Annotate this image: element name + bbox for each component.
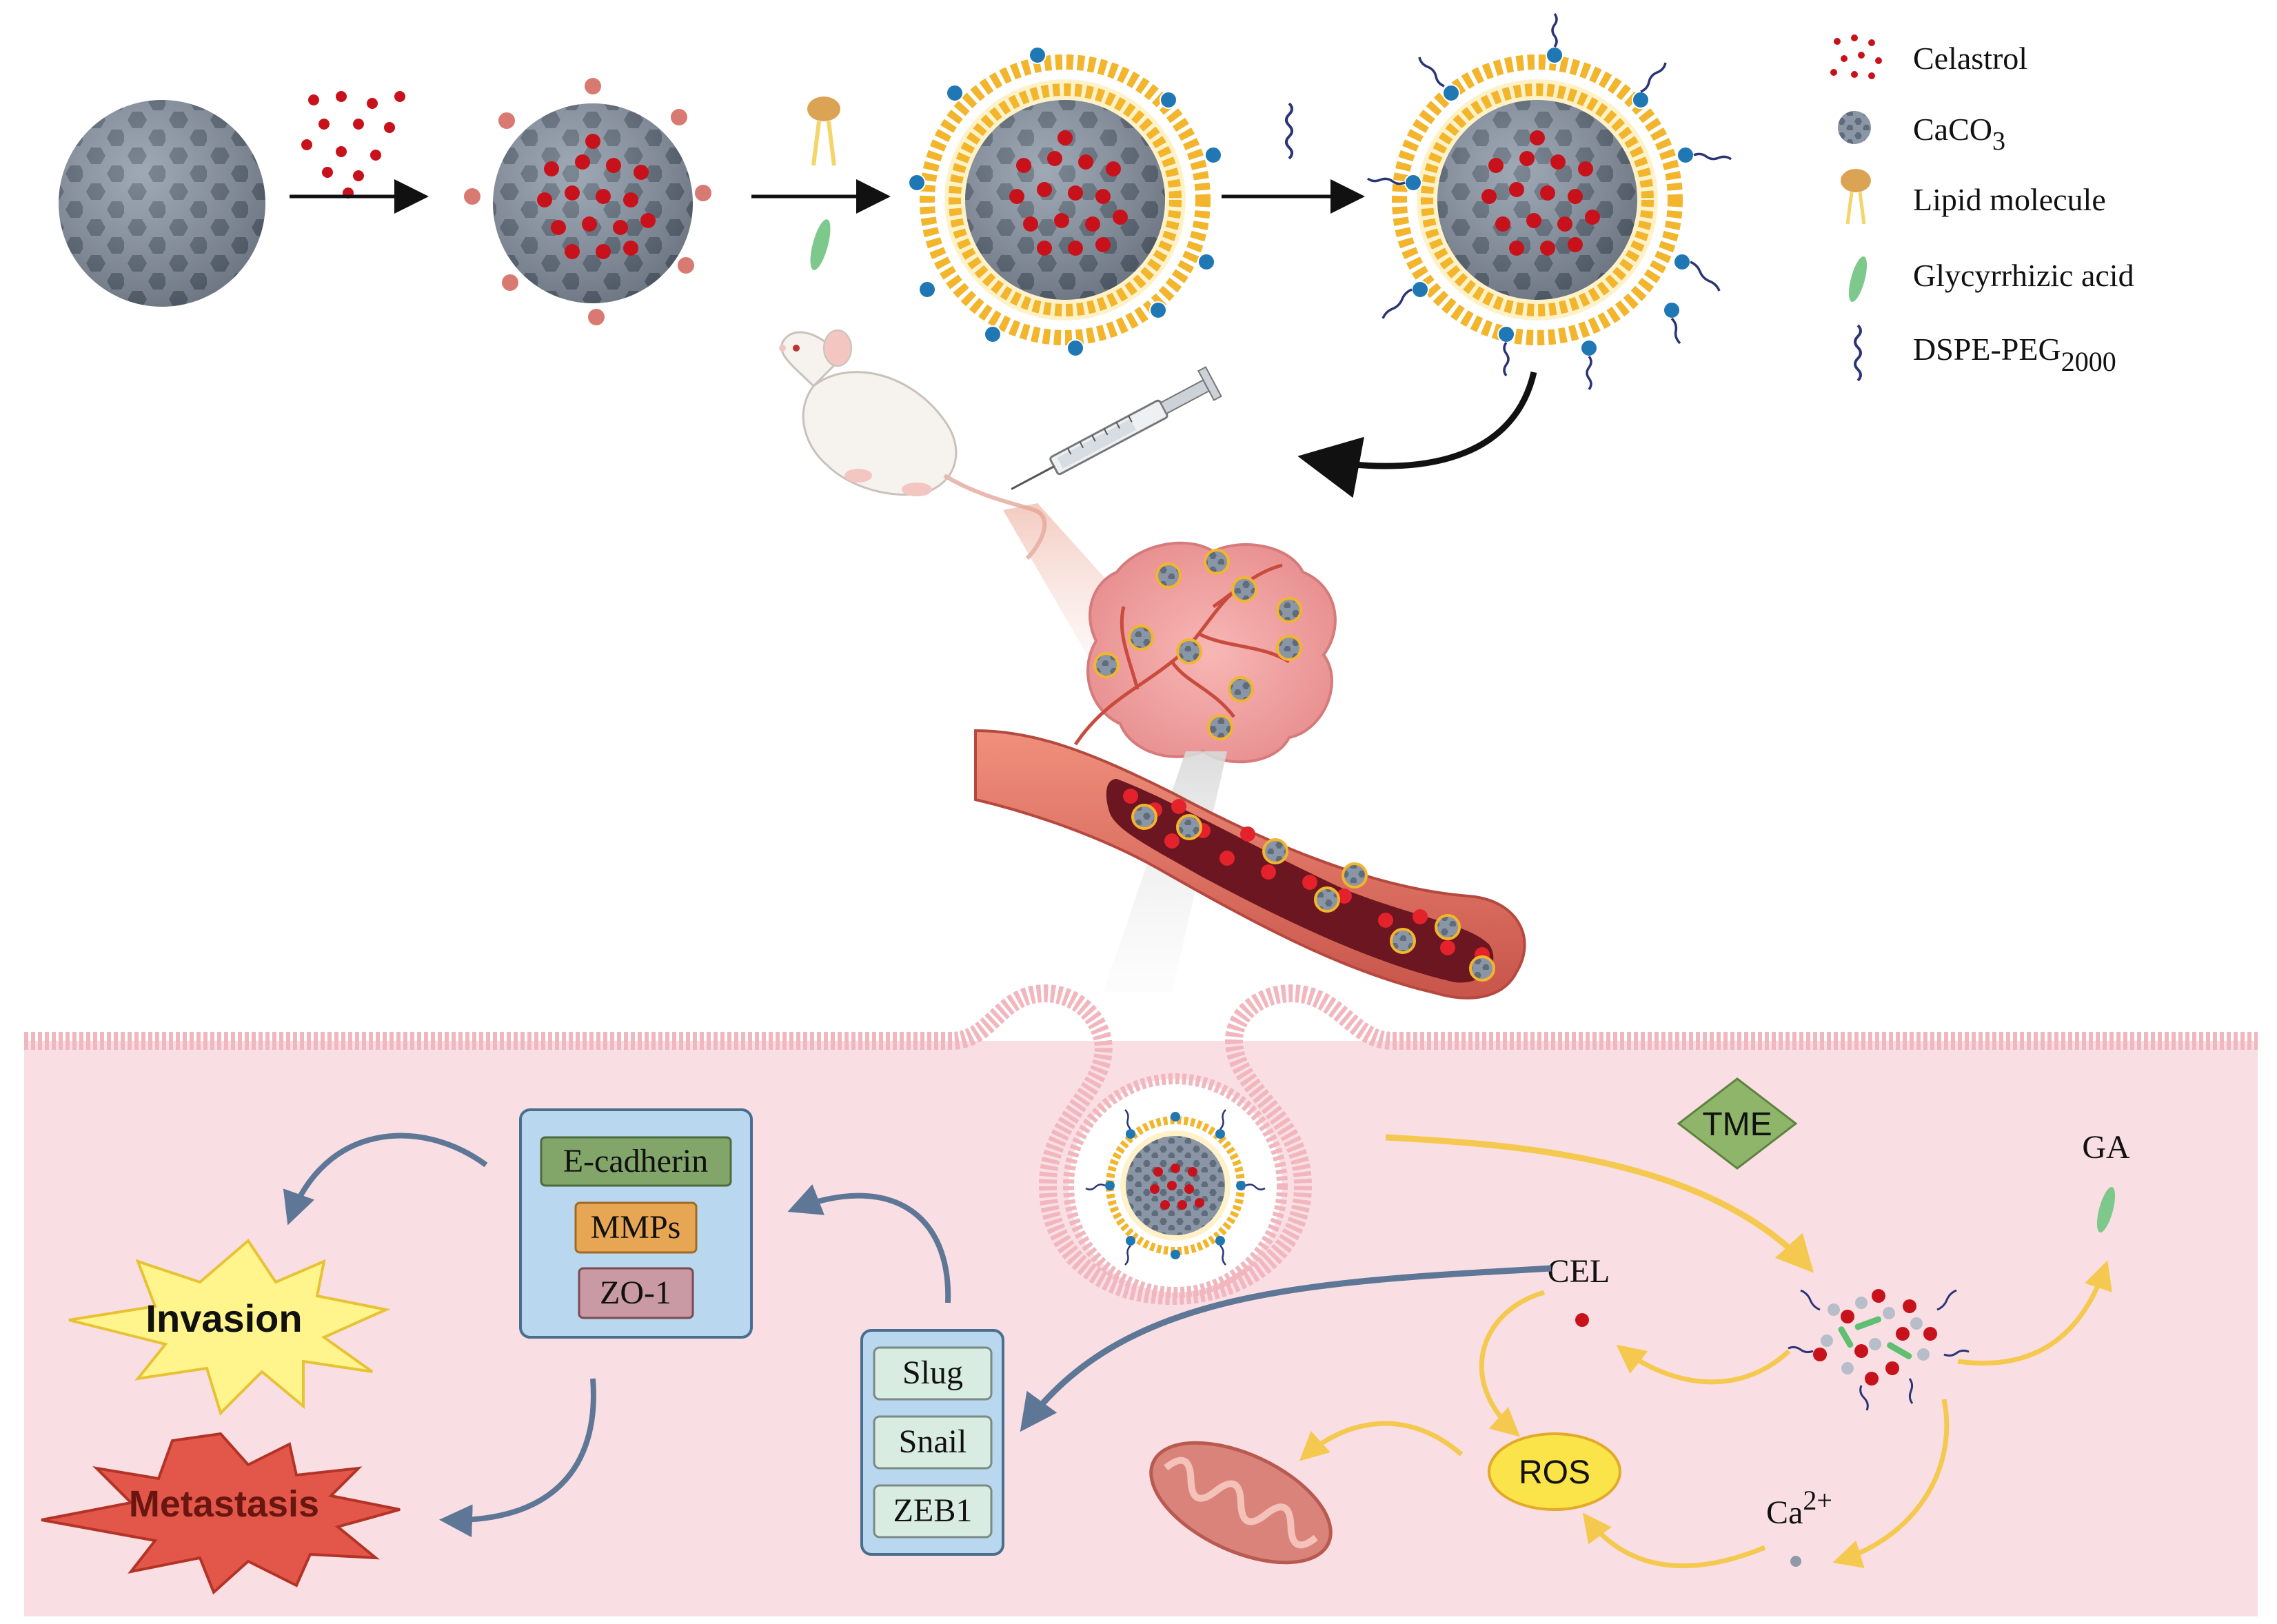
tme-marker: TME <box>1677 1077 1798 1170</box>
marker-box-lower: Slug Snail ZEB1 <box>860 1329 1004 1556</box>
cell-membrane <box>24 984 2258 1306</box>
degraded-particle <box>1788 1289 1970 1411</box>
ga-arrow <box>1957 1260 2112 1366</box>
marker-zo1: ZO-1 <box>600 1275 671 1311</box>
cel-arrow <box>1616 1344 1791 1385</box>
caco3-core-bare <box>59 100 265 307</box>
tumor <box>1073 541 1337 764</box>
invasion-burst: Invasion <box>68 1239 391 1416</box>
marker-snail: Snail <box>899 1423 967 1460</box>
cel-label: CEL <box>1548 1253 1610 1290</box>
legend-lipid-icon <box>1841 169 1871 225</box>
metastasis-burst: Metastasis <box>41 1432 401 1595</box>
ca-arrow <box>1832 1399 1950 1568</box>
invasion-label: Invasion <box>145 1297 302 1340</box>
legend-ga-label: Glycyrrhizic acid <box>1913 258 2134 293</box>
peg-reagent <box>1285 102 1293 160</box>
blood-vessel <box>974 729 1526 999</box>
legend-celastrol-label: Celastrol <box>1913 41 2027 76</box>
legend-celastrol-icon <box>1830 34 1882 79</box>
metastasis-label: Metastasis <box>129 1483 319 1525</box>
to-metastasis-arrow <box>439 1378 596 1538</box>
synthesis-row <box>59 12 1732 391</box>
ca-to-ros-arrow <box>1582 1512 1766 1569</box>
caco3-celastrol-loaded <box>463 77 713 327</box>
lower-to-upper-arrow <box>787 1184 951 1303</box>
legend-peg-label: DSPE-PEG2000 <box>1913 332 2116 377</box>
ros-label: ROS <box>1519 1454 1590 1491</box>
syringe <box>1011 366 1222 490</box>
lipid-reagent <box>807 97 840 166</box>
release-arrow <box>1385 1134 1814 1273</box>
cel-dot <box>1575 1313 1589 1327</box>
celastrol-reagent <box>301 91 405 199</box>
pegylated-particle <box>1366 12 1732 391</box>
ca-label: Ca2+ <box>1766 1485 1832 1531</box>
ros-to-mito-arrow <box>1299 1421 1464 1461</box>
marker-e-cadherin: E-cadherin <box>563 1143 709 1179</box>
mitochondrion <box>1149 1441 1333 1565</box>
legend-caco3-icon <box>1838 111 1871 144</box>
legend: Celastrol CaCO3 Lipid molecule Glycyrrhi… <box>1830 34 2134 382</box>
marker-mmps: MMPs <box>591 1209 681 1246</box>
legend-lipid-label: Lipid molecule <box>1913 182 2106 217</box>
positive-charges <box>463 77 713 327</box>
endosome-particle <box>1085 1109 1266 1266</box>
legend-caco3-label: CaCO3 <box>1913 112 2005 156</box>
cel-to-ros-arrow <box>1479 1290 1545 1437</box>
lipid-coated-particle <box>908 46 1222 357</box>
legend-ga-icon <box>1848 256 1868 302</box>
ca-ion <box>1790 1556 1801 1567</box>
marker-slug: Slug <box>902 1354 963 1391</box>
ga-reagent <box>810 219 831 270</box>
marker-zeb1: ZEB1 <box>893 1492 973 1529</box>
cell-region: TME <box>24 984 2258 1616</box>
negative-charges <box>908 46 1222 357</box>
legend-peg-icon <box>1854 324 1862 382</box>
injection-arrow <box>1297 371 1537 498</box>
ga-label: GA <box>2082 1129 2130 1166</box>
ros-node: ROS <box>1488 1432 1621 1511</box>
ga-icon <box>2096 1187 2116 1232</box>
mouse <box>779 329 1047 560</box>
cel-to-markers-arrow <box>1020 1265 1552 1432</box>
marker-box-upper: E-cadherin MMPs ZO-1 <box>519 1108 753 1339</box>
to-invasion-arrow <box>283 1133 488 1226</box>
tme-label: TME <box>1702 1106 1772 1143</box>
tumor-nanoparticles <box>1093 549 1302 740</box>
peg-chains <box>1366 12 1732 391</box>
